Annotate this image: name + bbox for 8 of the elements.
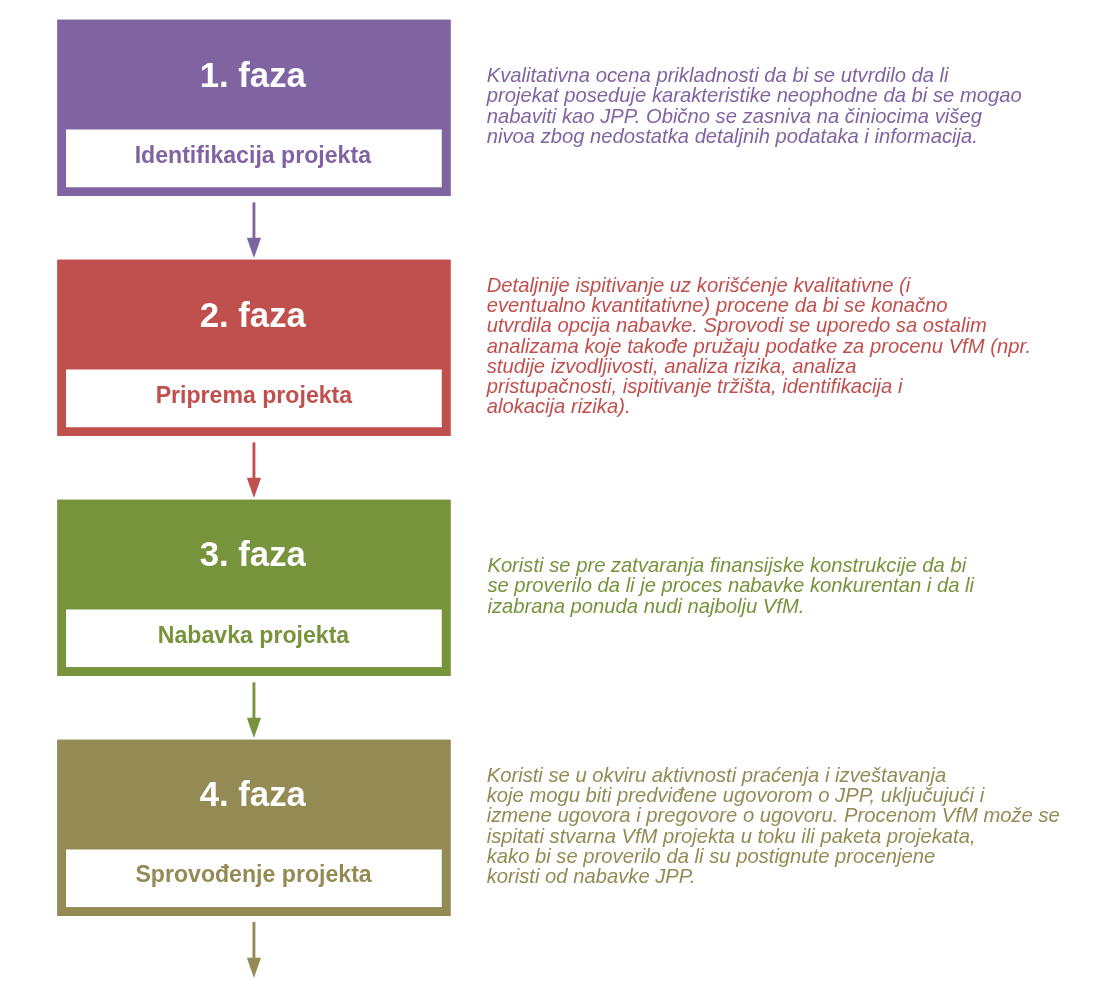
node-label: Detaljnije ispitivanje uz korišćenje kvalitativne (i eventualno kvantitativne) procene da bi se konačno utvrdila opcija nabavke. Sprovodi se uporedo sa ostalim analizama koje takođe pružaju podatke za procenu VfM (npr. studije izvodljivosti, analiza rizika, analiza pristupačnosti, ispitivanje tržišta, identifikacija i alokacija rizika). [486,273,1032,418]
arrow [246,202,262,259]
node-label: Koristi se u okviru aktivnosti praćenja i izveštavanja koje mogu biti predviđene ugovorom o JPP, uključujući i izmene ugovora i pregovore o ugovoru. Procenom VfM može se ispitati stvarna VfM projekta u toku ili paketa projekata, kako bi se proverilo da li su postignute procenjene koristi od nabavke JPP. [486,763,1060,888]
arrow [246,921,262,978]
arrow [246,682,262,738]
node-label: Kvalitativna ocena prikladnosti da bi se utvrdilo da li projekat poseduje karakteristike neophodne da bi se mogao nabaviti kao JPP. Obično se zasniva na činiocima višeg nivoa zbog nedostatka detaljnih podataka i informacija. [486,64,1022,147]
arrow [246,442,262,499]
node-label: Koristi se pre zatvaranja finansijske konstrukcije da bi se proverilo da li je proces nabavke konkurentan i da li izabrana ponuda nudi najbolju VfM. [487,554,975,617]
